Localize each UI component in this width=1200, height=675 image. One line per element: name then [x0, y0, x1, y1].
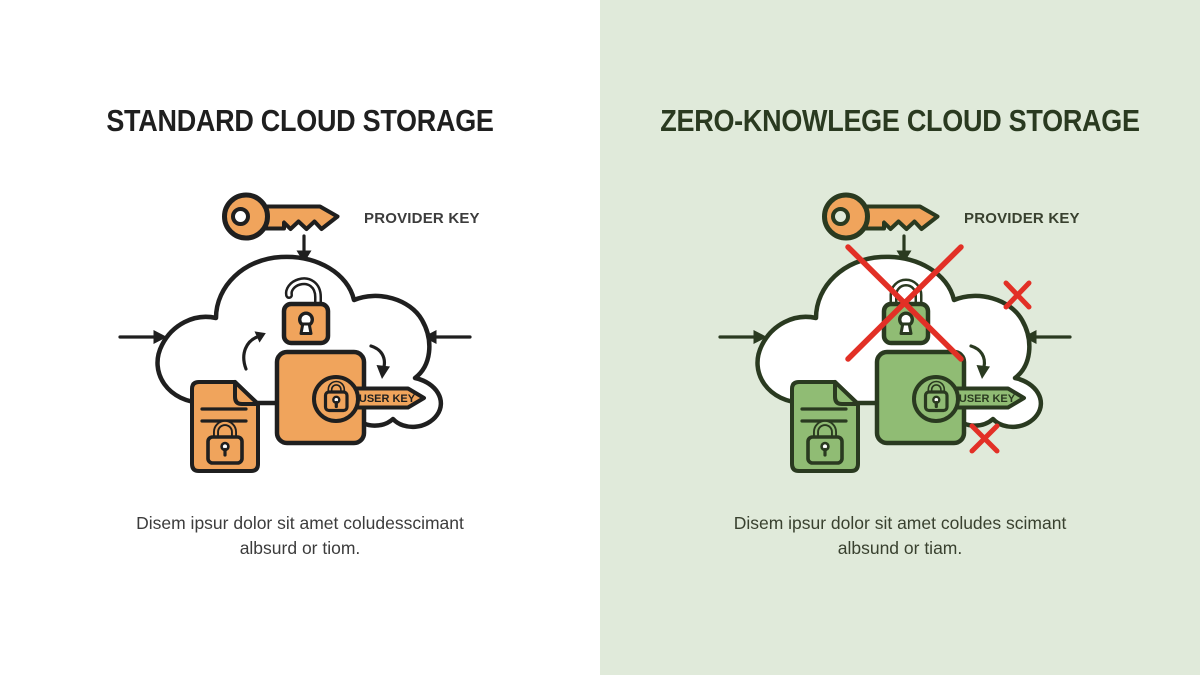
lock-badge-icon [914, 377, 958, 421]
zero-knowledge-panel-title: ZERO-KNOWLEGE CLOUD STORAGE [660, 103, 1140, 138]
denied-cross-top-icon [1003, 280, 1032, 310]
caption-line-2: albsurd or tiom. [239, 537, 361, 558]
encrypted-document-icon [792, 382, 858, 471]
provider-key-label: PROVIDER KEY [364, 210, 480, 227]
encrypted-document-icon [192, 382, 258, 471]
caption-line-1: Disem ipsur dolor sit amet coludes scima… [733, 513, 1067, 533]
provider-key-icon [824, 195, 938, 238]
provider-key-icon [224, 195, 338, 238]
denied-cross-large-icon [845, 244, 964, 362]
standard-panel-title: STANDARD CLOUD STORAGE [106, 103, 494, 138]
user-key-label: USER KEY [959, 393, 1016, 405]
user-key-label: USER KEY [359, 393, 416, 405]
caption-line-2: albsund or tiam. [837, 537, 963, 558]
provider-key-label: PROVIDER KEY [964, 210, 1080, 227]
caption-line-1: Disem ipsur dolor sit amet coludessciman… [136, 513, 464, 533]
zero-knowledge-caption: Disem ipsur dolor sit amet coludes scima… [600, 511, 1200, 560]
zero-knowledge-diagram: PROVIDER KEY USER KEY [720, 195, 1080, 471]
denied-cross-bottom-icon [969, 423, 1000, 454]
standard-caption: Disem ipsur dolor sit amet coludessciman… [0, 511, 600, 560]
standard-diagram: PROVIDER KEY USER KEY [120, 195, 480, 471]
panel-zero-knowledge-cloud-storage: ZERO-KNOWLEGE CLOUD STORAGE PROVIDER KEY… [600, 0, 1200, 675]
panel-standard-cloud-storage: STANDARD CLOUD STORAGE PROVIDER KEY USER… [0, 103, 600, 560]
lock-badge-icon [314, 377, 358, 421]
